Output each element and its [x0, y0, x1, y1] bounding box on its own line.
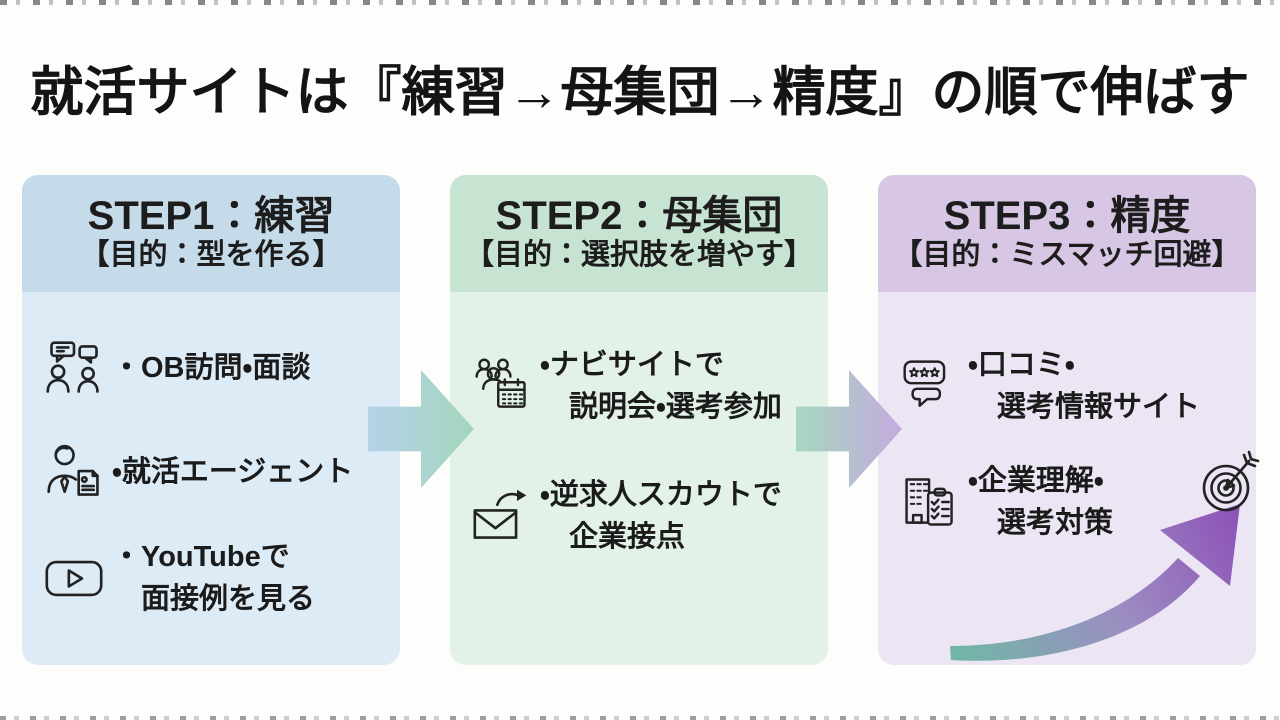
step1-heading: STEP1：練習: [87, 194, 335, 239]
review-stars-icon: [898, 356, 962, 416]
list-item-text: ・企業理解・ 選考対策: [968, 465, 1114, 540]
step3-card-header: STEP3：精度 【目的：ミスマッチ回避】: [878, 175, 1256, 292]
list-item-text: ・逆求人スカウトで 企業接点: [540, 479, 782, 554]
step2-card-header: STEP2：母集団 【目的：選択肢を増やす】: [450, 175, 828, 292]
list-item-text: ・口コミ・ 選考情報サイト: [968, 349, 1201, 424]
company-checklist-icon: [898, 472, 962, 532]
step2-purpose: 【目的：選択肢を増やす】: [464, 239, 813, 272]
step2-card: STEP2：母集団 【目的：選択肢を増やす】: [450, 175, 828, 665]
step1-card-header: STEP1：練習 【目的：型を作る】: [22, 175, 400, 292]
list-item: ・逆求人スカウトで 企業接点: [470, 474, 818, 558]
step1-card: STEP1：練習 【目的：型を作る】 ・OB訪問・面談: [22, 175, 400, 665]
youtube-play-icon: [42, 548, 106, 608]
step3-card: STEP3：精度 【目的：ミスマッチ回避】: [878, 175, 1256, 665]
list-item: ・ナビサイトで 説明会・選考参加: [470, 344, 818, 428]
agent-person-icon: [42, 442, 106, 502]
step1-purpose: 【目的：型を作る】: [80, 239, 342, 272]
step2-card-body: ・ナビサイトで 説明会・選考参加 ・逆求人スカウトで 企業接点: [450, 292, 828, 558]
page-title: 就活サイトは『練習→母集団→精度』の順で伸ばす: [30, 63, 1250, 122]
step1-card-body: ・OB訪問・面談 ・就活エージェント: [22, 292, 400, 620]
step3-card-body: ・口コミ・ 選考情報サイト: [878, 292, 1256, 544]
people-chat-icon: [42, 338, 106, 398]
bottom-cropped-text-artifact: [0, 716, 1280, 720]
step2-heading: STEP2：母集団: [495, 194, 783, 239]
list-item: ・口コミ・ 選考情報サイト: [898, 344, 1246, 428]
list-item-text: ・YouTubeで 面接例を見る: [112, 541, 316, 616]
list-item-text: ・OB訪問・面談: [112, 351, 311, 384]
scout-mail-icon: [470, 486, 534, 546]
top-cropped-text-artifact: [0, 0, 1280, 5]
list-item: ・YouTubeで 面接例を見る: [42, 536, 390, 620]
step3-heading: STEP3：精度: [943, 194, 1191, 239]
list-item-text: ・ナビサイトで 説明会・選考参加: [540, 349, 782, 424]
people-calendar-icon: [470, 356, 534, 416]
list-item: ・就活エージェント: [42, 442, 390, 502]
list-item: ・企業理解・ 選考対策: [898, 460, 1246, 544]
list-item-text: ・就活エージェント: [112, 455, 354, 488]
step3-purpose: 【目的：ミスマッチ回避】: [893, 239, 1241, 272]
list-item: ・OB訪問・面談: [42, 338, 390, 398]
